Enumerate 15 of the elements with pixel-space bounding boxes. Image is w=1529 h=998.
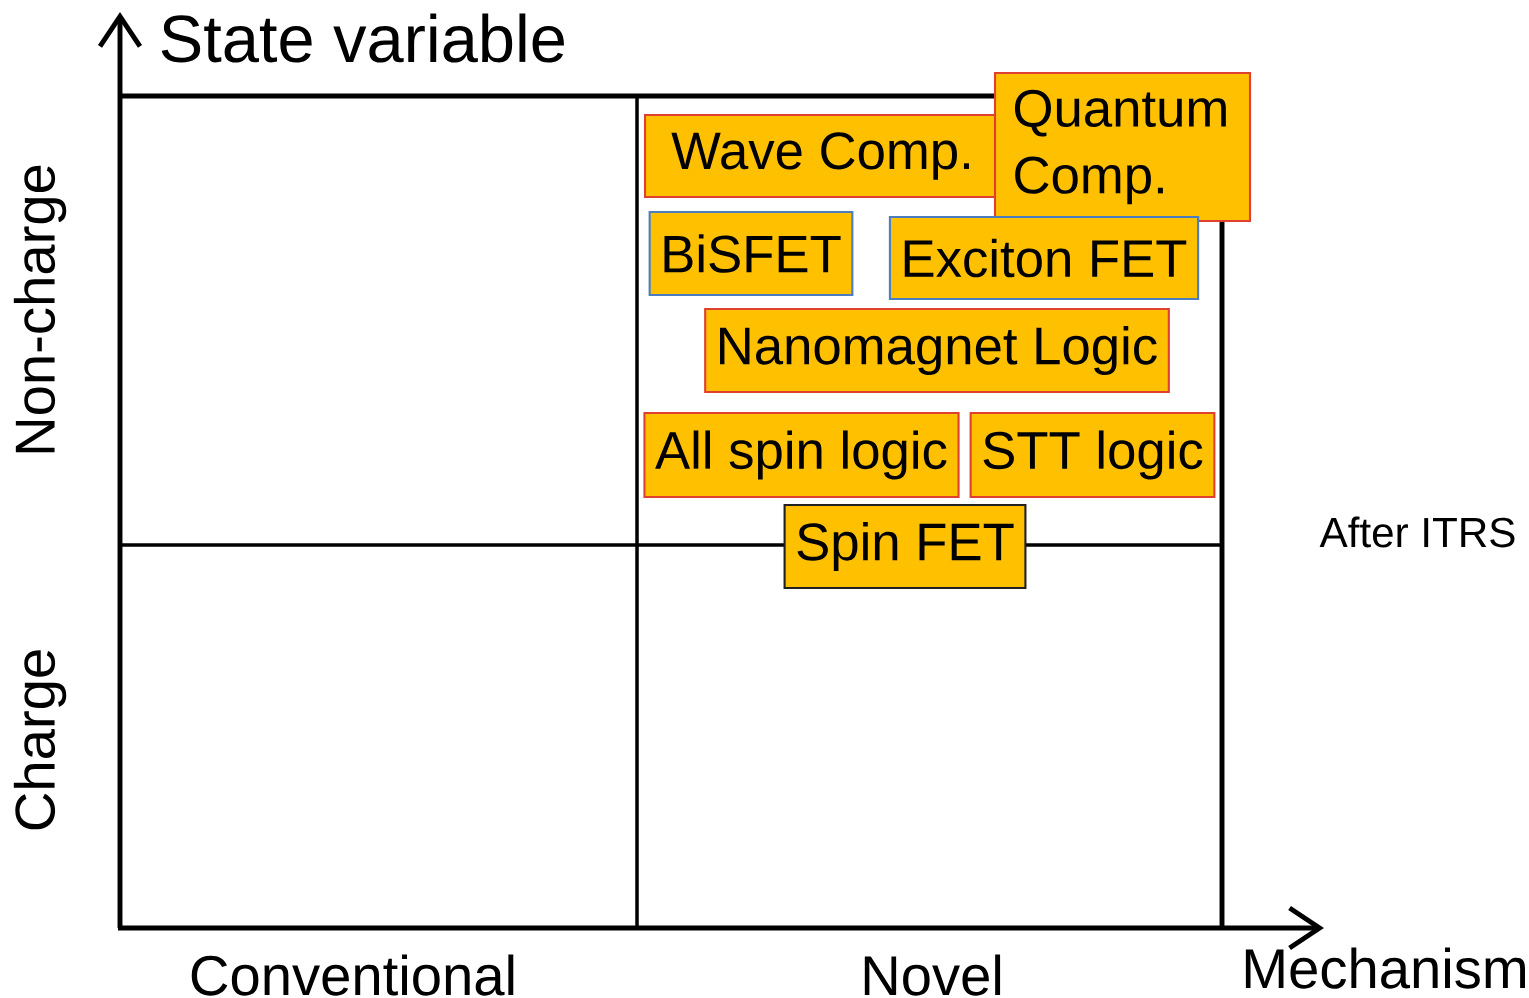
- device-box: STT logic: [969, 411, 1216, 499]
- note-text: After ITRS: [1319, 516, 1515, 548]
- axis-label: Novel: [864, 954, 1001, 996]
- device-box: Exciton FET: [888, 215, 1200, 301]
- device-box: BiSFET: [648, 210, 854, 297]
- device-box: Quantum Comp.: [993, 71, 1252, 223]
- axis-label: Conventional: [191, 954, 514, 996]
- device-box: Wave Comp.: [643, 113, 1002, 199]
- axis-label: Charge: [13, 650, 67, 830]
- axis-label: Mechanism: [1245, 947, 1525, 989]
- device-box: All spin logic: [643, 411, 960, 499]
- device-box: Nanomagnet Logic: [704, 307, 1170, 394]
- axis-label: Non-charge: [13, 165, 67, 453]
- device-box: Spin FET: [783, 503, 1027, 590]
- axis-title: State variable: [161, 13, 564, 63]
